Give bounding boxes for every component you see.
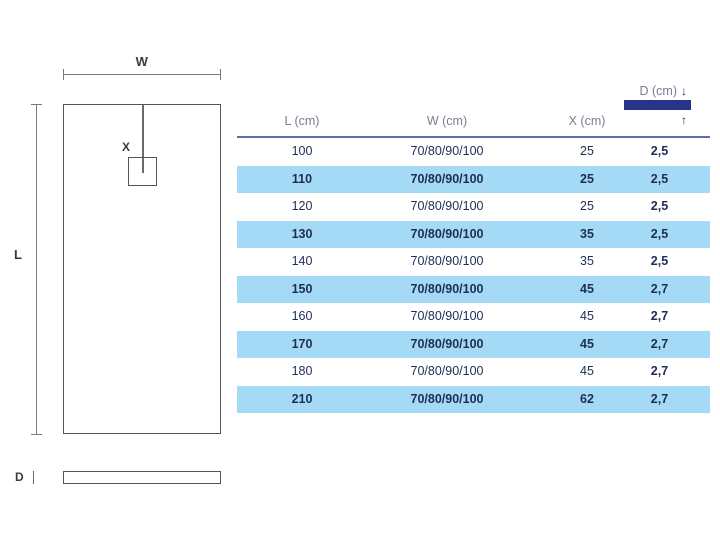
cell-length: 150 [291,281,313,296]
column-header-length: L (cm) [284,114,320,128]
width-dimension-tick-left [63,69,64,80]
arrow-down-icon: ↓ [681,84,687,98]
dimensions-table: L (cm) W (cm) X (cm) D (cm) ↓ ↑ 100 70/80… [237,84,712,413]
table-row: 140 70/80/90/100 35 2,5 [237,248,710,276]
cell-drain-offset: 25 [580,199,594,213]
cell-width: 70/80/90/100 [410,144,484,158]
cell-depth: 2,7 [650,281,669,296]
cell-drain-offset: 45 [580,364,594,378]
length-dimension-tick-top [31,104,42,105]
length-dimension-tick-bottom [31,434,42,435]
width-dimension-label: W [135,54,149,69]
table-row: 110 70/80/90/100 25 2,5 [237,165,710,193]
cell-width: 70/80/90/100 [410,336,484,351]
table-row: 150 70/80/90/100 45 2,7 [237,275,710,303]
cell-depth: 2,5 [650,226,669,241]
cell-width: 70/80/90/100 [410,254,484,268]
cell-length: 210 [291,391,313,406]
cell-depth: 2,5 [650,254,669,268]
length-dimension-line [36,104,37,434]
cell-length: 120 [291,199,313,213]
header-divider-rule [237,136,710,138]
width-dimension-tick-right [220,69,221,80]
cell-depth: 2,5 [650,144,669,158]
depth-bar-icon [624,100,691,110]
cell-drain-offset: 45 [580,281,594,296]
cell-length: 100 [291,144,313,158]
cell-depth: 2,7 [650,391,669,406]
table-row: 100 70/80/90/100 25 2,5 [237,138,710,166]
column-header-depth: D (cm) [639,84,678,98]
depth-dimension-label: D [15,470,24,484]
table-body: 100 70/80/90/100 25 2,5 110 70/80/90/100 25 2,5… [237,138,710,413]
cell-depth: 2,7 [650,336,669,351]
cell-depth: 2,7 [650,364,669,378]
cell-width: 70/80/90/100 [410,226,484,241]
cell-length: 180 [291,364,313,378]
table-header-row: L (cm) W (cm) X (cm) D (cm) ↓ ↑ [237,84,712,138]
cell-width: 70/80/90/100 [410,391,484,406]
cell-width: 70/80/90/100 [410,364,484,378]
arrow-up-icon: ↑ [681,113,687,127]
cell-drain-offset: 35 [580,226,594,241]
cell-depth: 2,5 [650,199,669,213]
column-header-drain-offset: X (cm) [568,114,606,128]
cell-drain-offset: 25 [580,144,594,158]
product-technical-drawing: W L X D [0,0,237,540]
column-header-width: W (cm) [426,114,468,128]
table-row: 120 70/80/90/100 25 2,5 [237,193,710,221]
drain-offset-label: X [122,140,131,154]
cell-drain-offset: 45 [580,309,594,323]
cell-depth: 2,5 [650,171,669,186]
cell-length: 160 [291,309,313,323]
cell-drain-offset: 45 [580,336,594,351]
cell-length: 130 [291,226,313,241]
column-header-depth-group: D (cm) ↓ ↑ [607,84,712,132]
table-row: 130 70/80/90/100 35 2,5 [237,220,710,248]
cell-drain-offset: 62 [580,391,594,406]
cell-length: 170 [291,336,313,351]
table-row: 170 70/80/90/100 45 2,7 [237,330,710,358]
cell-length: 110 [291,171,313,186]
cell-width: 70/80/90/100 [410,199,484,213]
length-dimension-label: L [14,247,22,262]
cell-width: 70/80/90/100 [410,281,484,296]
table-row: 180 70/80/90/100 45 2,7 [237,358,710,386]
cell-width: 70/80/90/100 [410,171,484,186]
drain-position-line [142,105,144,173]
cell-depth: 2,7 [650,309,669,323]
shower-tray-side-view [63,471,221,484]
cell-width: 70/80/90/100 [410,309,484,323]
table-row: 160 70/80/90/100 45 2,7 [237,303,710,331]
cell-length: 140 [291,254,313,268]
width-dimension-line [63,74,221,75]
cell-drain-offset: 25 [580,171,594,186]
table-row: 210 70/80/90/100 62 2,7 [237,385,710,413]
drain-square-icon [128,157,157,186]
depth-dimension-tick [33,471,35,484]
cell-drain-offset: 35 [580,254,594,268]
